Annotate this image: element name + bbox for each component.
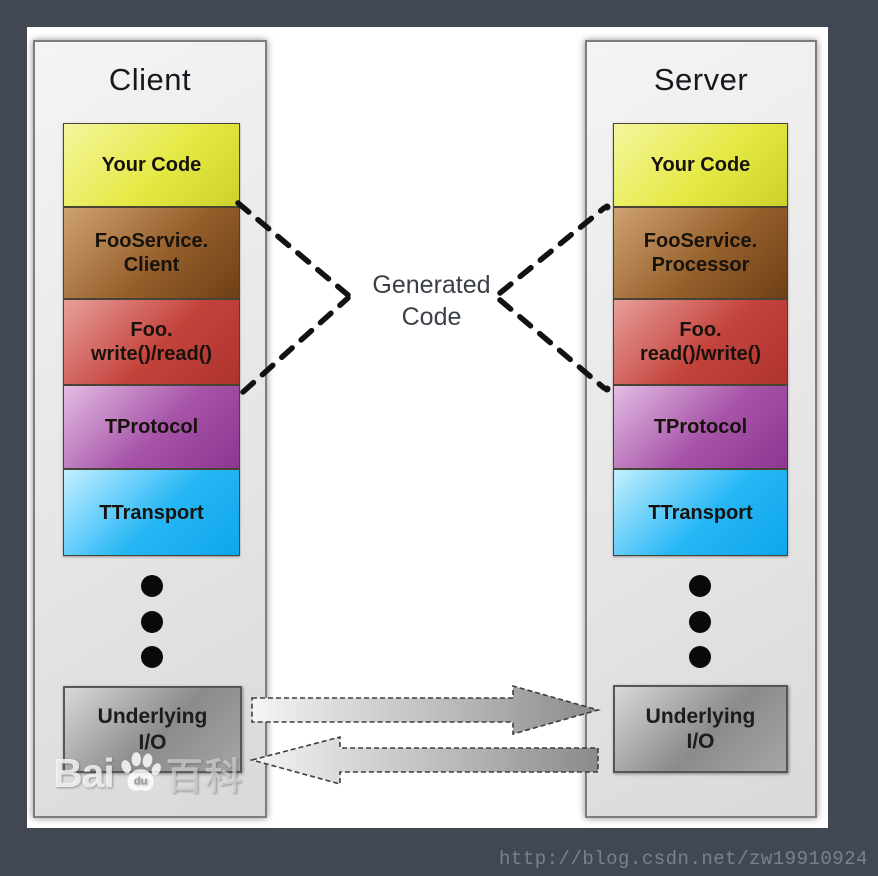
io-label: Underlying xyxy=(97,705,208,729)
client-layer-tprotocol: TProtocol xyxy=(63,385,240,469)
server-title: Server xyxy=(653,62,749,97)
server-layer-foo-read-write: Foo. read()/write() xyxy=(613,299,788,385)
credit-url-text: http://blog.csdn.net/zw19910924 xyxy=(499,848,868,870)
layer-label: TProtocol xyxy=(653,416,748,438)
client-underlying-io-box: Underlying I/O xyxy=(63,686,242,773)
ellipsis-dot xyxy=(141,611,163,633)
server-column: Server Your Code FooService. Processor F… xyxy=(585,40,817,818)
server-layer-your-code: Your Code xyxy=(613,123,788,207)
layer-label: Processor xyxy=(651,254,750,276)
client-layer-fooservice-client: FooService. Client xyxy=(63,207,240,299)
baidu-baike-watermark: Bai du 百科 xyxy=(53,745,244,801)
ellipsis-dot xyxy=(141,646,163,668)
io-label: I/O xyxy=(686,730,715,753)
layer-label: Your Code xyxy=(101,154,202,176)
ellipsis-dot xyxy=(689,575,711,597)
layer-label: FooService. xyxy=(643,230,758,252)
generated-code-line1: Generated xyxy=(372,271,491,299)
baidu-watermark-text: 百科 xyxy=(165,756,244,797)
io-label: I/O xyxy=(138,730,167,754)
client-layer-ttransport: TTransport xyxy=(63,469,240,556)
layer-label: Foo. xyxy=(130,319,173,341)
layer-label: FooService. xyxy=(94,230,209,252)
client-column: Client Your Code FooService. Client Foo.… xyxy=(33,40,267,818)
server-underlying-io-box: Underlying I/O xyxy=(613,685,788,773)
server-layer-fooservice-processor: FooService. Processor xyxy=(613,207,788,299)
ellipsis-dot xyxy=(141,575,163,597)
layer-label: Client xyxy=(123,254,180,276)
generated-code-line2: Code xyxy=(401,303,462,331)
layer-label: read()/write() xyxy=(639,343,762,365)
server-layer-ttransport: TTransport xyxy=(613,469,788,556)
server-to-client-arrow xyxy=(248,735,599,786)
layer-label: TTransport xyxy=(99,501,204,524)
baidu-paw-du-text: du xyxy=(134,775,148,787)
diagram-canvas: Client Your Code FooService. Client Foo.… xyxy=(27,27,828,828)
baidu-watermark-text: Bai xyxy=(53,749,115,796)
client-to-server-arrow xyxy=(251,684,601,736)
ellipsis-dot xyxy=(689,611,711,633)
generated-code-label: Generated Code xyxy=(349,269,514,333)
server-layer-tprotocol: TProtocol xyxy=(613,385,788,469)
ellipsis-dot xyxy=(689,646,711,668)
client-title: Client xyxy=(108,62,192,97)
layer-label: Your Code xyxy=(650,154,751,176)
layer-label: TProtocol xyxy=(104,416,199,438)
layer-label: TTransport xyxy=(648,501,753,524)
io-label: Underlying xyxy=(645,704,756,728)
client-layer-your-code: Your Code xyxy=(63,123,240,207)
client-layer-foo-write-read: Foo. write()/read() xyxy=(63,299,240,385)
layer-label: write()/read() xyxy=(90,343,213,365)
baidu-paw-icon: du xyxy=(121,752,161,791)
layer-label: Foo. xyxy=(679,319,722,341)
